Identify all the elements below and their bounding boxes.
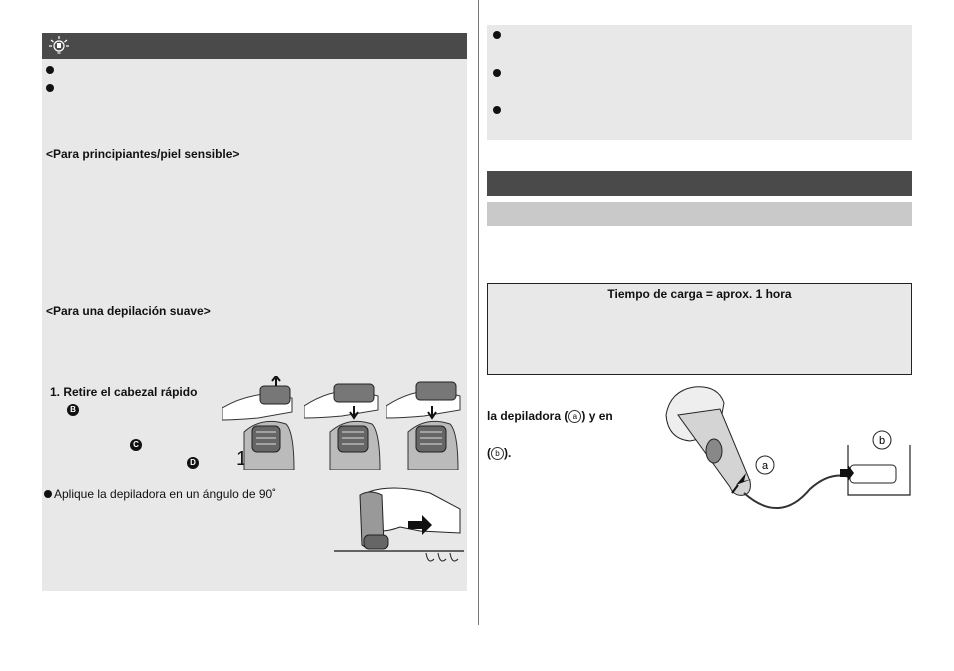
connect-text-line-2: (b). <box>487 446 511 460</box>
step-number: 1 <box>236 448 248 470</box>
mark-a: a <box>568 410 582 423</box>
tips-header-bar <box>42 33 467 59</box>
notes-bullet-2 <box>493 69 501 77</box>
angle-note: Aplique la depiladora en un ángulo de 90… <box>54 487 277 501</box>
badge-b: B <box>67 404 79 416</box>
head-removal-illustration-1 <box>222 376 295 470</box>
badge-c: C <box>130 439 142 451</box>
connect-text-2a: ( <box>487 446 491 460</box>
angle-bullet <box>44 490 52 498</box>
section-header-bar <box>487 171 912 196</box>
connect-text-line-1: la depiladora (a) y en <box>487 409 613 423</box>
heading-smooth: <Para una depilación suave> <box>46 304 211 318</box>
notes-bullet-1 <box>493 31 501 39</box>
charge-time-title: Tiempo de carga = aprox. 1 hora <box>607 287 792 301</box>
charging-illustration: a b <box>665 386 911 509</box>
head-removal-illustration-2 <box>304 383 381 470</box>
connect-text-1b: ) y en <box>581 409 613 423</box>
lightbulb-icon <box>49 36 69 54</box>
angle-illustration <box>334 487 464 562</box>
notes-panel <box>487 25 912 140</box>
step1-title: 1. Retire el cabezal rápido <box>50 385 198 399</box>
tips-bullet-1 <box>46 66 54 74</box>
head-removal-illustration-3 <box>386 381 461 470</box>
subsection-header-bar <box>487 202 912 226</box>
label-b: b <box>879 435 885 447</box>
column-divider <box>478 0 479 625</box>
label-a: a <box>762 460 769 472</box>
mark-b: b <box>491 447 504 460</box>
connect-text-1: la depiladora ( <box>487 409 569 423</box>
heading-beginners: <Para principiantes/piel sensible> <box>46 147 240 161</box>
tips-bullet-2 <box>46 84 54 92</box>
charge-time-box <box>487 283 912 375</box>
notes-bullet-3 <box>493 106 501 114</box>
connect-text-2b: ). <box>504 446 512 460</box>
badge-d: D <box>187 457 199 469</box>
